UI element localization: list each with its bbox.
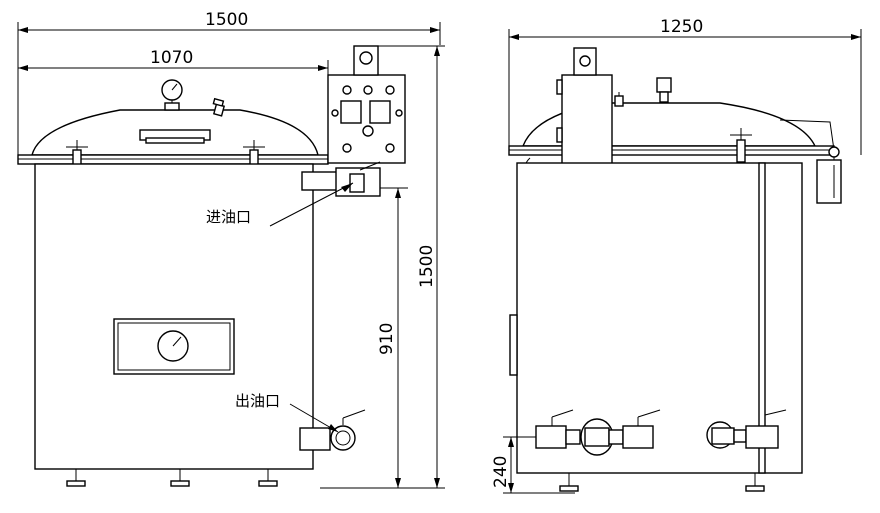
dim-overall-height-text: 1500 [417,245,437,288]
lid-valve-icon [212,97,226,117]
dim-overall-depth: 1250 [508,17,862,155]
side-vertical-pipe [758,162,766,474]
dim-body-width-text: 1070 [150,48,193,68]
thermometer-dial-icon [157,330,189,362]
side-small-valve-icon [614,92,624,107]
tank-body [34,163,314,470]
control-box [327,45,406,164]
dim-outlet-height: 240 [491,436,575,494]
inlet-valve-icon [301,161,381,197]
side-clamp-icon [730,128,752,165]
lid-handle-base [145,137,205,144]
dim-overall-depth-text: 1250 [660,17,703,37]
dim-outlet-height-text: 240 [491,456,511,488]
lid-pressure-gauge-icon [161,79,183,111]
front-feet [66,469,278,487]
oil-outlet-label: 出油口 [235,392,280,410]
dim-overall-height: 1500 [378,45,445,488]
dim-overall-width: 1500 [17,10,441,160]
dim-inlet-height-text: 910 [377,323,397,355]
outlet-valve-icon [299,409,366,451]
side-view: 1250 [491,17,862,494]
side-top-valve-icon [656,77,672,103]
front-view: 1500 1070 [17,10,445,489]
dim-overall-width-text: 1500 [205,10,248,30]
side-panel [509,314,518,376]
side-feet [559,473,765,492]
side-outlet-valves-right-icon [706,409,787,449]
oil-inlet-label: 进油口 [206,208,251,226]
dim-inlet-height: 910 [320,187,445,489]
side-control-box [556,47,613,181]
side-tank-body [516,162,803,474]
side-hinge [779,119,842,204]
